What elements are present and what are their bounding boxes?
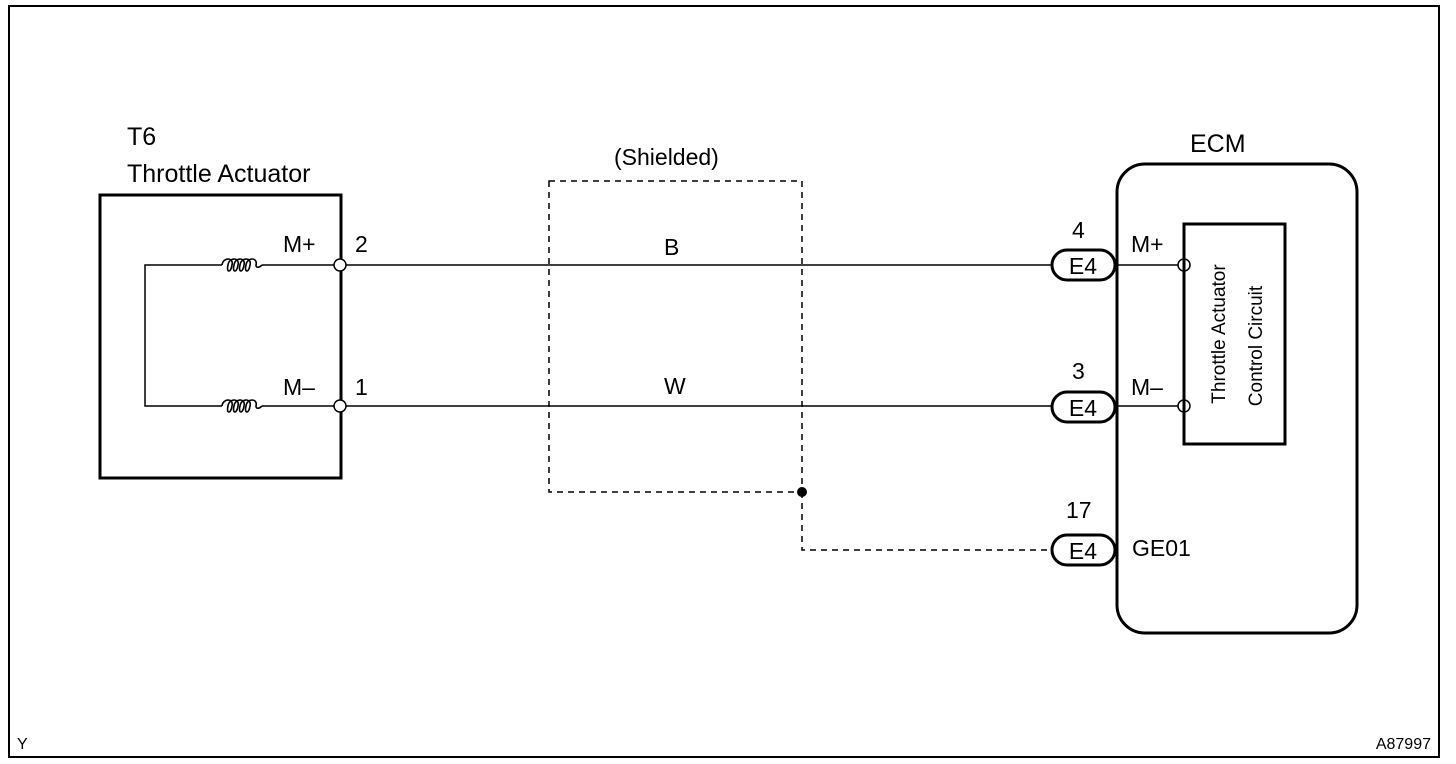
motor-winding: [144, 264, 336, 407]
control-circuit-line2: Control Circuit: [1246, 285, 1267, 406]
control-circuit-line1: Throttle Actuator: [1209, 264, 1230, 404]
shield-ground-wire: [801, 492, 1052, 551]
actuator-pin-number-1: 1: [355, 374, 368, 400]
shield-label: (Shielded): [614, 144, 719, 170]
actuator-terminal-2: [333, 258, 347, 272]
actuator-pin-number-2: 2: [355, 231, 368, 257]
actuator-terminal-1: [333, 399, 347, 413]
ecm-terminal-label-mplus: M+: [1131, 231, 1164, 257]
footer-left-code: Y: [17, 736, 28, 753]
ecm-terminal-label-mminus: M–: [1131, 374, 1163, 400]
coil-lower-icon: [221, 399, 263, 413]
connector-e4-pin3: E4: [1050, 390, 1117, 424]
connector-label: E4: [1069, 395, 1097, 421]
ecm-pin-number-3: 3: [1072, 358, 1085, 384]
ecm-pin-number-17: 17: [1066, 497, 1092, 523]
ecm-terminal-label-ge01: GE01: [1132, 535, 1191, 561]
shield-box: [548, 180, 803, 493]
actuator-pin-label-mplus: M+: [283, 231, 316, 257]
ecm-pin-number-4: 4: [1072, 217, 1085, 243]
diagram-frame: [8, 5, 1440, 758]
connector-e4-pin4: E4: [1050, 248, 1117, 282]
actuator-pin-label-mminus: M–: [283, 374, 315, 400]
connector-label: E4: [1069, 253, 1097, 279]
figure-id: A87997: [1376, 736, 1431, 753]
actuator-box: [98, 193, 343, 480]
actuator-code: T6: [127, 123, 156, 151]
actuator-name: Throttle Actuator: [127, 160, 310, 188]
connector-e4-pin17: E4: [1050, 533, 1117, 567]
wire-color-w: W: [664, 373, 686, 399]
ecm-title: ECM: [1190, 130, 1246, 158]
coil-upper-icon: [221, 258, 263, 272]
wire-color-b: B: [664, 234, 679, 260]
ecm-box: [1115, 162, 1359, 635]
connector-label: E4: [1069, 538, 1097, 564]
control-circuit-box: [1182, 222, 1287, 446]
shield-junction-dot: [797, 487, 807, 497]
